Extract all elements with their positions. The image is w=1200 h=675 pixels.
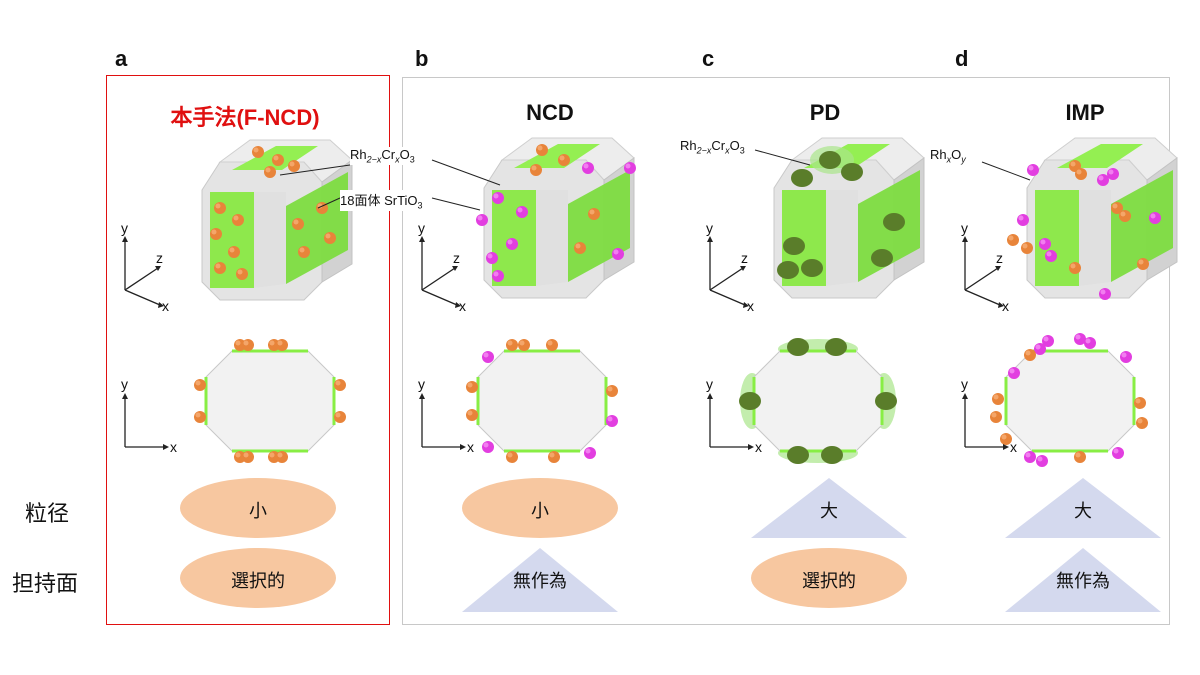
- row-label-loading-face: 担持面: [12, 571, 79, 596]
- axis-label-y: y: [418, 376, 425, 392]
- axis-label-y: y: [121, 220, 128, 236]
- title-c: PD: [809, 100, 841, 125]
- panels-bcd-frame: [402, 77, 1170, 625]
- face-c: 選択的: [802, 571, 856, 591]
- axis-label-z: z: [453, 250, 460, 266]
- annotation-rh2xcrxo3-pd: Rh2−xCrxO3: [680, 138, 745, 156]
- size-b: 小: [531, 501, 549, 521]
- panel-label-d: d: [955, 46, 969, 71]
- axis-label-y: y: [961, 376, 968, 392]
- axis-label-y: y: [706, 376, 713, 392]
- axis-label-x: x: [747, 298, 754, 314]
- axis-label-z: z: [996, 250, 1003, 266]
- axis-label-x: x: [467, 439, 474, 455]
- axis-label-y: y: [418, 220, 425, 236]
- axis-label-y: y: [706, 220, 713, 236]
- size-a: 小: [249, 501, 267, 521]
- panel-a-frame: [106, 75, 390, 625]
- face-a: 選択的: [231, 571, 285, 591]
- annotation-rh2xcrxo3: Rh2−xCrxO3: [350, 147, 415, 165]
- panel-label-a: a: [115, 46, 128, 71]
- panel-label-c: c: [702, 46, 715, 71]
- title-a: 本手法(F-NCD): [170, 105, 320, 130]
- title-b: NCD: [526, 100, 574, 125]
- size-d: 大: [1074, 501, 1092, 521]
- face-b: 無作為: [513, 571, 567, 591]
- axis-label-x: x: [1002, 298, 1009, 314]
- axis-label-x: x: [162, 298, 169, 314]
- axis-label-x: x: [1010, 439, 1017, 455]
- axis-label-y: y: [961, 220, 968, 236]
- axis-label-x: x: [170, 439, 177, 455]
- axis-label-y: y: [121, 376, 128, 392]
- face-d: 無作為: [1056, 571, 1110, 591]
- annotation-srtio3: 18面体 SrTiO3: [340, 190, 423, 211]
- row-label-particle-size: 粒径: [25, 501, 70, 526]
- axis-label-z: z: [156, 250, 163, 266]
- title-d: IMP: [1065, 100, 1105, 125]
- axis-label-x: x: [755, 439, 762, 455]
- panel-label-b: b: [415, 46, 429, 71]
- axis-label-z: z: [741, 250, 748, 266]
- axis-label-x: x: [459, 298, 466, 314]
- size-c: 大: [820, 501, 838, 521]
- annotation-rhxoy: RhxOy: [930, 147, 966, 165]
